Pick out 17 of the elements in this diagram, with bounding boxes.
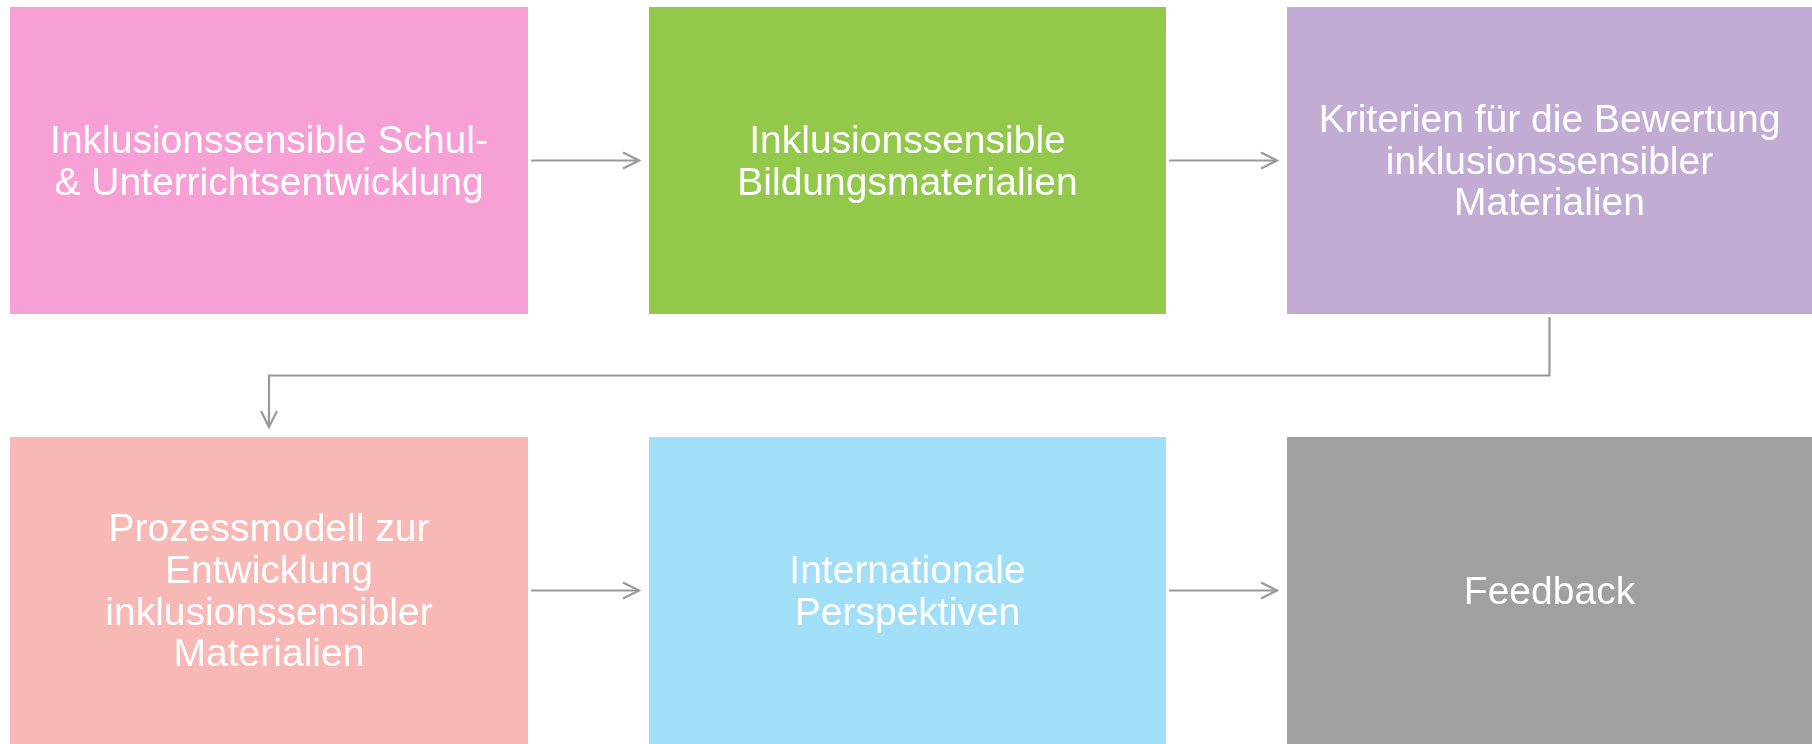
box-label: Inklusionssensible Bildungsmaterialien bbox=[736, 118, 1079, 203]
process-box bbox=[10, 437, 528, 744]
arrow bbox=[259, 317, 1551, 429]
process-box bbox=[1287, 7, 1812, 314]
process-box bbox=[649, 437, 1166, 744]
process-box bbox=[10, 7, 528, 314]
box-label: Kriterien für die Bewertung inklusionssensibler Materialien bbox=[1317, 97, 1782, 224]
arrow bbox=[1169, 581, 1279, 600]
arrow bbox=[531, 151, 641, 170]
process-box bbox=[1287, 437, 1812, 744]
arrow bbox=[531, 581, 641, 600]
box-label: Feedback bbox=[1463, 569, 1636, 612]
box-label: Internationale Perspektiven bbox=[788, 548, 1027, 633]
arrow bbox=[1169, 151, 1279, 170]
box-label: Prozessmodell zur Entwicklung inklusionssensibler Materialien bbox=[104, 507, 434, 674]
process-box bbox=[649, 7, 1166, 314]
box-label: Inklusionssensible Schul- & Unterrichtsentwicklung bbox=[49, 118, 489, 203]
